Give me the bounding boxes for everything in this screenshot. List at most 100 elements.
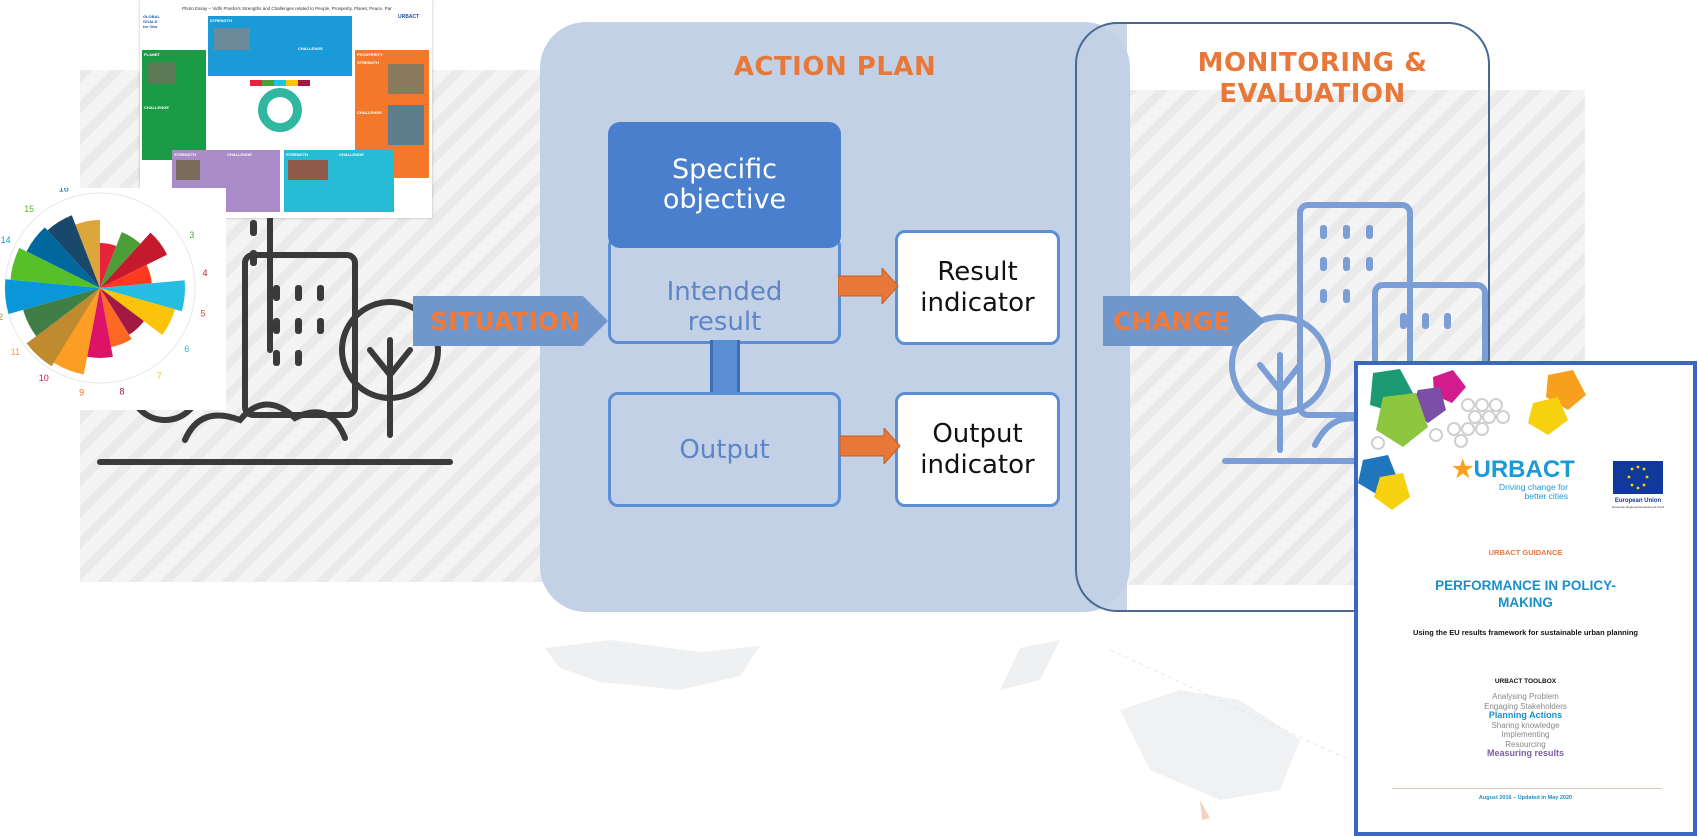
toolbox-list: Analysing Problem Engaging Stakeholders … — [1358, 692, 1693, 759]
sdg-wheel-chart: 134567891011121314151617 — [0, 188, 208, 397]
poster-logo: GLOBAL GOALS for Obs — [143, 14, 160, 29]
poster-label: STRENGTH — [286, 152, 308, 157]
monitoring-title-line2: EVALUATION — [1219, 79, 1406, 109]
result-indicator-text: Result indicator — [920, 257, 1034, 319]
building — [242, 252, 358, 418]
wheel-number: 3 — [189, 230, 194, 240]
hexagon-shape — [1376, 393, 1428, 447]
specific-objective-text: Specific objective — [663, 155, 786, 215]
wheel-wedge — [100, 288, 144, 335]
toolbox-item: Engaging Stakeholders — [1484, 701, 1567, 711]
urbact-logo: ★URBACT — [1452, 455, 1575, 484]
eu-flag — [1613, 461, 1663, 494]
action-plan-title: ACTION PLAN — [733, 52, 937, 82]
poster-logo-line2: GOALS — [143, 19, 158, 24]
poster-logo-line3: for Obs — [143, 24, 158, 29]
output-arrow — [840, 428, 901, 464]
situation-label: SITUATION — [430, 306, 580, 336]
poster-label: PROSPERITY — [357, 52, 383, 57]
result-indicator-line1: Result — [937, 256, 1018, 287]
poster-label: STRENGTH — [174, 152, 196, 157]
sdg-wheel: 134567891011121314151617 — [0, 188, 226, 410]
wheel-number: 16 — [59, 188, 69, 193]
star-icon: ★ — [1452, 456, 1474, 483]
sdg-poster: GLOBAL GOALS for Obs Photo Essay – Vidhi… — [140, 0, 432, 218]
situation-arrow — [413, 296, 608, 346]
brochure-toolbox: URBACT TOOLBOX — [1494, 678, 1557, 685]
wheel-wedge — [26, 288, 101, 367]
wheel-wedge — [10, 247, 100, 288]
wheel-number: 12 — [0, 312, 3, 322]
wheel-wedge — [26, 227, 101, 288]
poster-photo — [388, 64, 424, 94]
wheel-number: 9 — [79, 387, 84, 397]
wheel-wedge — [100, 232, 168, 288]
poster-photo — [288, 160, 328, 180]
urbact-brand: URBACT — [1473, 456, 1575, 483]
wheel-wedge — [100, 280, 185, 312]
poster-center — [210, 80, 350, 148]
wheel-wedge — [100, 288, 132, 347]
poster-partner-logo: URBACT — [398, 14, 420, 20]
wheel-number: 10 — [39, 373, 49, 383]
wheel-number: 5 — [200, 309, 205, 319]
result-indicator-line2: indicator — [920, 287, 1035, 318]
toolbox-item-highlighted: Planning Actions — [1488, 710, 1563, 720]
output-indicator-text: Output indicator — [920, 419, 1034, 481]
poster-sdg-icons — [250, 80, 310, 86]
wheel-wedge — [87, 288, 113, 358]
poster-ring — [258, 88, 302, 132]
map-shape — [1120, 690, 1300, 800]
wheel-number: 4 — [202, 268, 207, 278]
wheel-wedge — [23, 288, 101, 337]
windows — [250, 220, 324, 366]
wheel-wedge — [100, 288, 175, 335]
map-shape — [1000, 640, 1060, 690]
result-indicator-box: Result indicator — [895, 230, 1060, 345]
bush — [182, 401, 348, 443]
poster-title: Photo Essay – Vidhi Prasha's Strengths a… — [182, 6, 392, 11]
poster-label: CHALLENGE — [144, 105, 169, 110]
wheel-number: 8 — [119, 387, 124, 397]
monitoring-title: MONITORING & EVALUATION — [1155, 48, 1470, 110]
poster-label: CHALLENGE — [357, 110, 382, 115]
hexagon-shape — [1374, 473, 1410, 510]
intended-result-line2: result — [687, 307, 762, 337]
result-arrow — [838, 268, 899, 304]
urbact-tagline: Driving change for better cities — [1468, 483, 1568, 501]
wheel-number: 14 — [1, 235, 11, 245]
brochure-divider — [1392, 788, 1662, 789]
brochure-subtitle: Using the EU results framework for susta… — [1412, 628, 1639, 637]
toolbox-item-highlighted: Measuring results — [1486, 748, 1565, 758]
wheel-number: 15 — [24, 204, 34, 214]
poster-photo — [176, 160, 200, 180]
poster-photo — [214, 28, 250, 50]
specific-objective-line1: Specific — [671, 154, 778, 185]
poster-label: STRENGTH — [210, 18, 232, 23]
brochure-title-line1: PERFORMANCE IN POLICY- — [1435, 578, 1616, 593]
poster-logo-line1: GLOBAL — [143, 14, 160, 19]
eu-sub: European Regional Development Fund — [1612, 505, 1664, 509]
map-shape — [1200, 800, 1210, 820]
specific-objective-box: Specific objective — [608, 122, 841, 248]
poster-photo — [148, 62, 176, 84]
output-box: Output — [608, 392, 841, 507]
poster-label: PLANET — [144, 52, 160, 57]
monitoring-title-line1: MONITORING & — [1197, 48, 1428, 78]
urbact-brochure: ★URBACT Driving change for better cities… — [1354, 361, 1697, 836]
wheel-wedge — [100, 264, 152, 288]
poster-block-people: STRENGTH CHALLENGE — [208, 16, 352, 76]
eu-stars-icon — [1627, 465, 1649, 490]
change-arrow — [1103, 296, 1265, 346]
wheel-number: 7 — [157, 371, 162, 381]
tree-branch — [367, 347, 413, 380]
wheel-number: 11 — [11, 347, 20, 357]
hexagon-shape — [1528, 397, 1568, 435]
eu-label: European Union — [1614, 498, 1662, 504]
output-indicator-box: Output indicator — [895, 392, 1060, 507]
toolbox-item: Resourcing — [1505, 739, 1546, 749]
vertical-connector — [710, 340, 740, 396]
poster-label: CHALLENGE — [227, 152, 252, 157]
intended-result-box: Intended result — [608, 236, 841, 344]
